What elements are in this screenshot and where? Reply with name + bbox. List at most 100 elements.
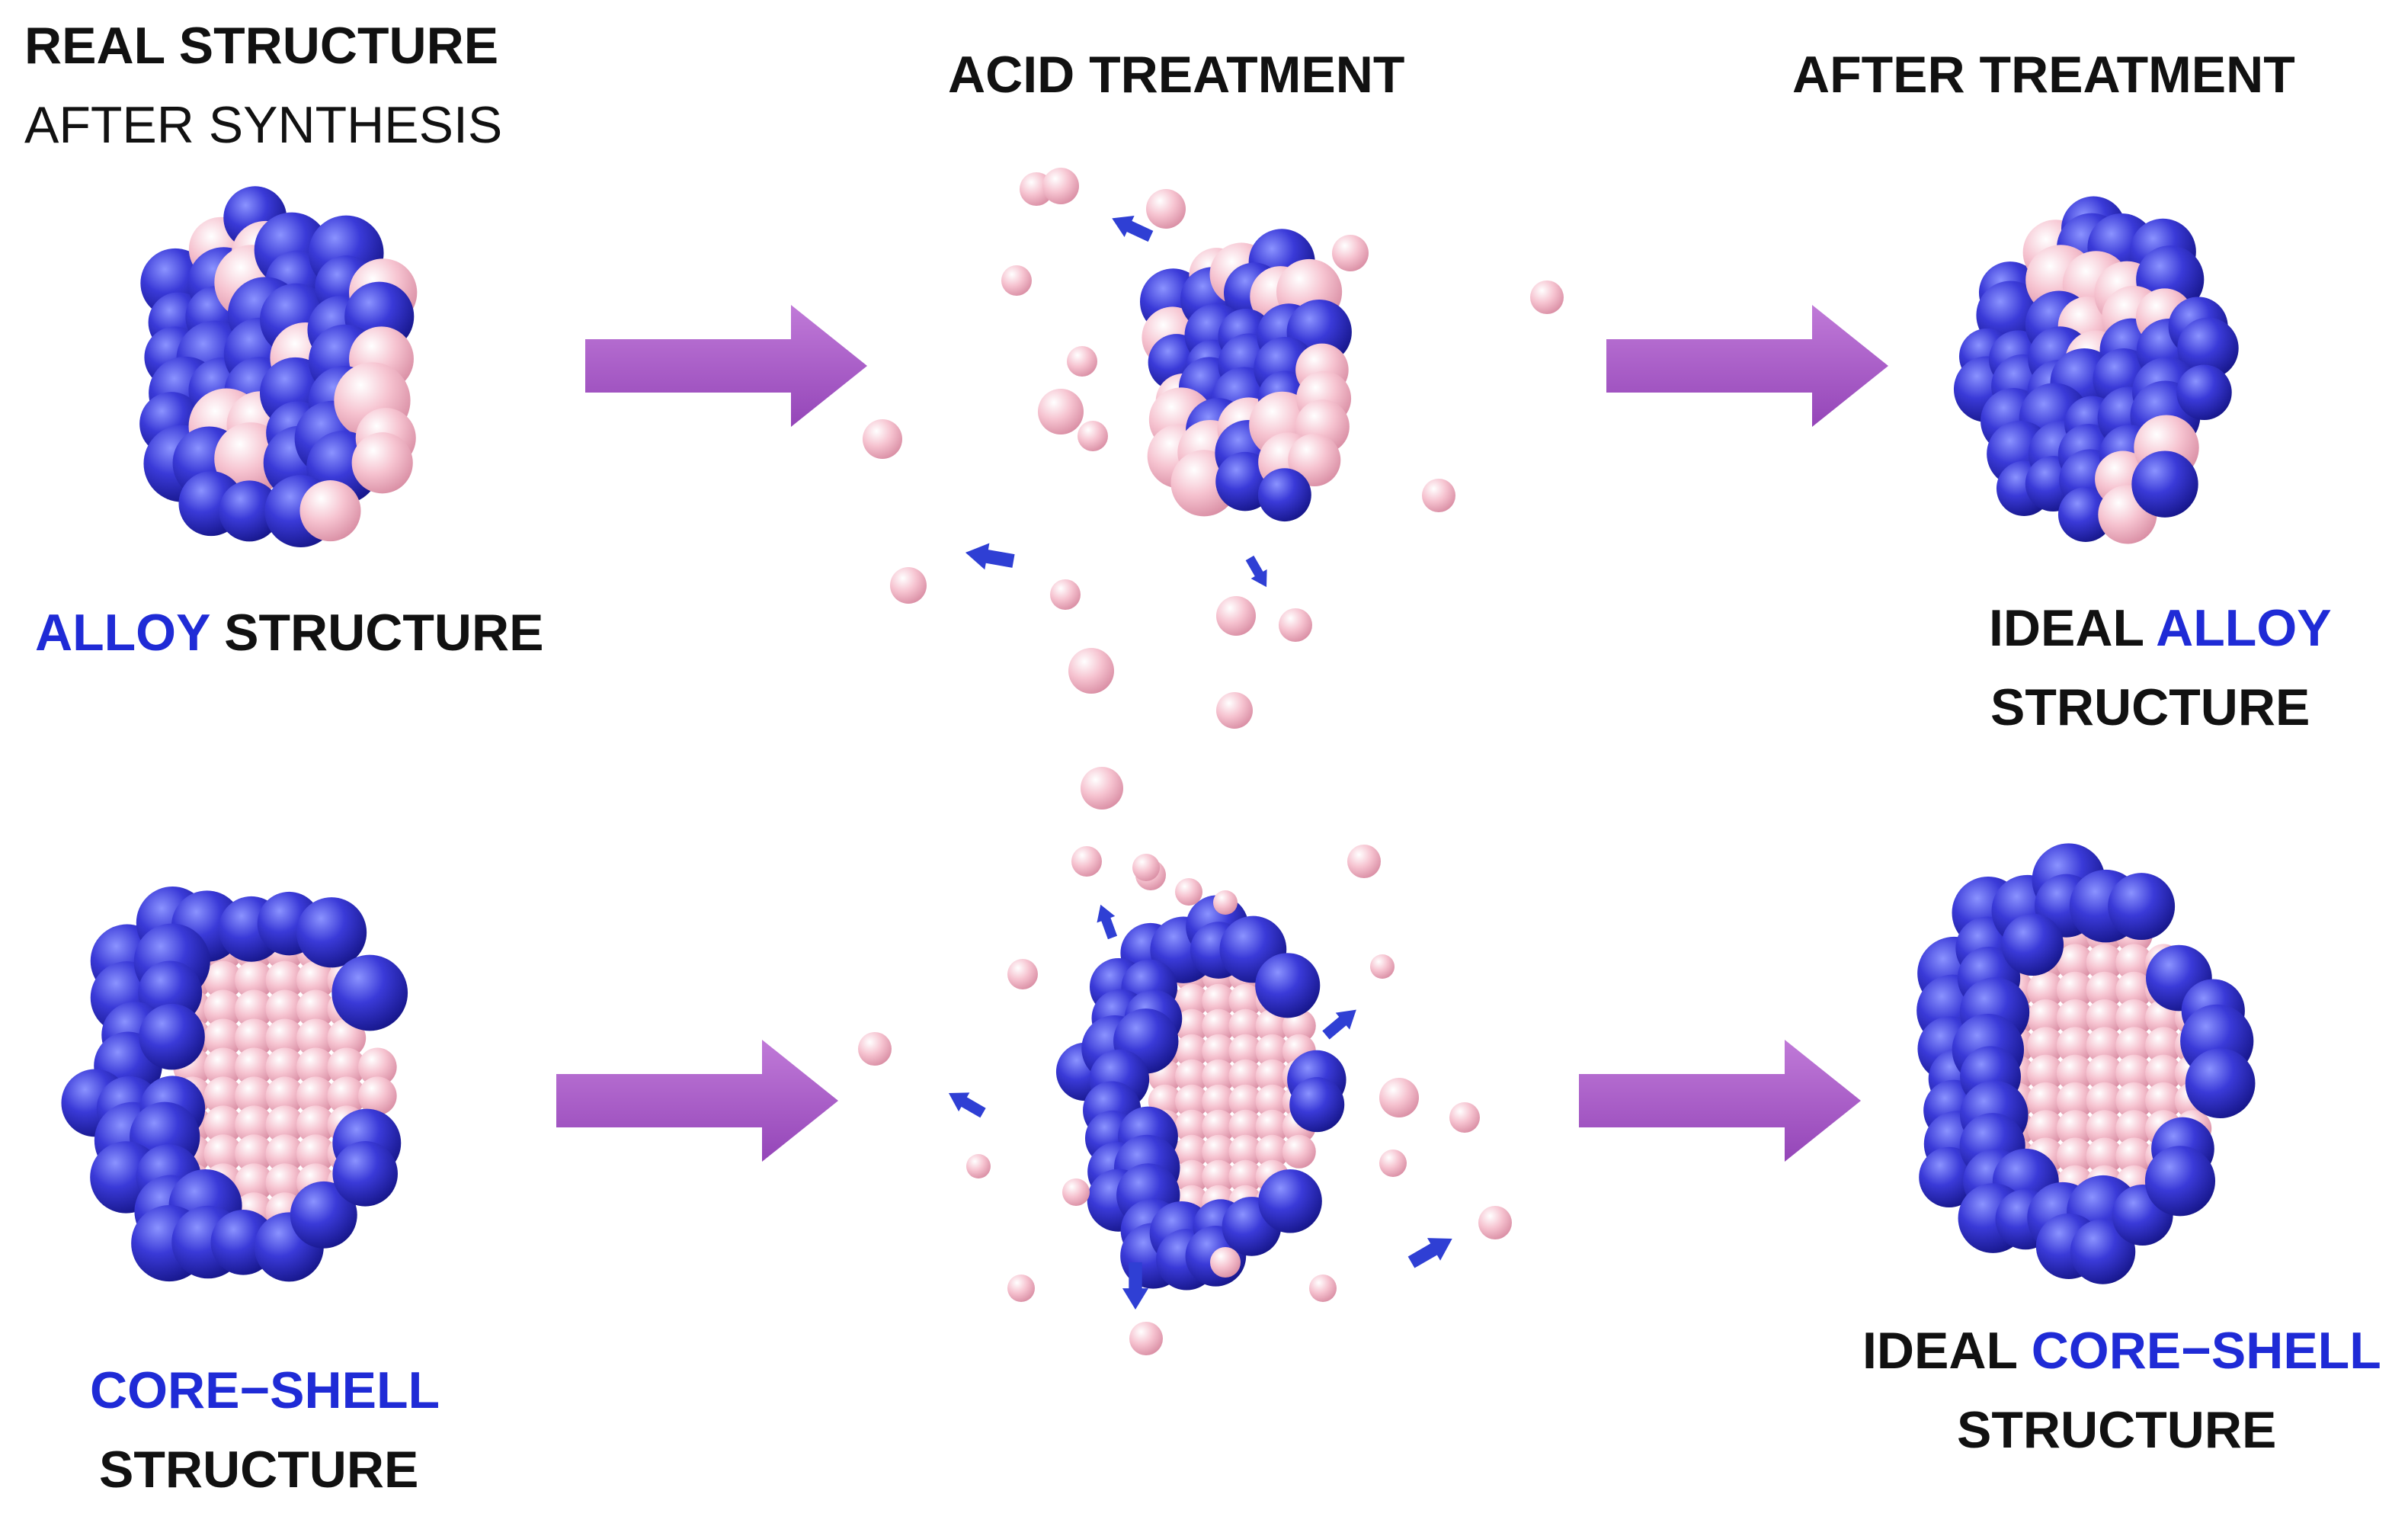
blue-atom (2057, 486, 2113, 542)
core-atom (1228, 1159, 1263, 1194)
core-atom (1228, 1109, 1263, 1143)
core-atom (203, 1105, 243, 1144)
dissolution-arrow-icon (1245, 555, 1267, 588)
core-atom (2115, 1110, 2153, 1147)
blue-atom (2131, 450, 2198, 518)
blue-atom (219, 480, 280, 542)
core-atom (2086, 999, 2124, 1037)
core-atom (1255, 1059, 1289, 1093)
core-atom (203, 960, 243, 1000)
core-atom (1202, 1008, 1236, 1043)
core-atom (2115, 1027, 2153, 1064)
core-atom (1255, 1109, 1289, 1143)
core-atom (265, 960, 305, 1000)
dissolved-atom (1071, 846, 1102, 877)
core-atom (235, 1076, 274, 1115)
core-atom (2145, 1082, 2182, 1120)
shell-atom (2185, 1048, 2256, 1118)
pink-atom (1288, 433, 1341, 487)
core-shell-nanoparticle (61, 886, 408, 1282)
core-atom (203, 1134, 243, 1173)
dissolved-atoms (858, 168, 1564, 1355)
core-atom (2056, 999, 2094, 1037)
dissolved-atom (1216, 596, 1256, 636)
core-atom (2115, 1054, 2153, 1092)
core-atom (1255, 1084, 1289, 1118)
alloy-word: ALLOY (2156, 599, 2332, 657)
core-atom (1175, 1034, 1209, 1068)
core-atom (1228, 1084, 1263, 1118)
core-atom (2086, 1054, 2124, 1092)
core-atom (265, 1163, 305, 1202)
core-atom (2027, 1082, 2064, 1120)
core-atom (1175, 1159, 1209, 1194)
core-atom (203, 1047, 243, 1087)
core-atom (296, 1018, 335, 1058)
shell-atom (296, 897, 367, 968)
core-atom (235, 1047, 274, 1087)
core-atom (1175, 983, 1209, 1018)
nanoparticle-clusters (61, 186, 2256, 1291)
right-arrow-icon (1579, 1040, 1861, 1162)
dissolved-atom (1146, 189, 1186, 229)
header-after-synthesis: AFTER SYNTHESIS (24, 96, 503, 154)
core-atom (235, 1163, 274, 1202)
header-real-structure: REAL STRUCTURE (24, 17, 499, 75)
core-atom (1175, 1134, 1209, 1169)
core-atom (2027, 1054, 2064, 1092)
core-atom (358, 1076, 397, 1115)
core-atom (1175, 1109, 1209, 1143)
core-atom (1202, 1034, 1236, 1068)
dissolution-arrow-icon (948, 1092, 986, 1118)
dissolved-atom (1038, 389, 1084, 434)
core-atom (265, 989, 305, 1029)
dissolution-arrow-icon (965, 543, 1015, 570)
core-atom (2115, 1082, 2153, 1120)
ideal-word: IDEAL (1862, 1322, 2017, 1380)
core-atom (1202, 1109, 1236, 1143)
right-arrow-icon (1606, 305, 1888, 427)
core-atom (296, 1134, 335, 1173)
core-atom (358, 1047, 397, 1087)
dissolution-arrows (948, 216, 1452, 1310)
shell-atom (290, 1181, 357, 1249)
core-shell-word: CORE−SHELL (2031, 1322, 2381, 1380)
right-arrow-icon (556, 1040, 838, 1162)
core-atom (2027, 971, 2064, 1009)
dissolved-atom (1129, 1322, 1163, 1355)
dissolved-atom (1216, 692, 1253, 729)
shell-atom (2144, 1146, 2216, 1217)
dissolved-atom (858, 1032, 892, 1066)
dissolved-atom (1175, 878, 1202, 906)
core-atom (1202, 1159, 1236, 1194)
dissolved-atom (1062, 1178, 1090, 1206)
dissolved-atom (1449, 1102, 1480, 1133)
core-atom (1228, 1059, 1263, 1093)
dissolved-atom (1067, 346, 1097, 377)
core-atom (1202, 983, 1236, 1018)
core-atom (1255, 1034, 1289, 1068)
core-atom (1175, 1008, 1209, 1043)
dissolved-atom (1081, 767, 1123, 810)
structure-word: STRUCTURE (224, 604, 544, 662)
dissolved-atom (890, 567, 927, 604)
label-ideal-alloy: IDEAL ALLOY (1989, 602, 2332, 654)
shell-atom (331, 954, 408, 1031)
dissolution-arrow-icon (1322, 1009, 1356, 1040)
dissolution-arrow-icon (1097, 904, 1118, 940)
dissolved-atom (1007, 1275, 1035, 1302)
alloy-nanoparticle-etching (1139, 229, 1352, 522)
dissolved-atom (1050, 579, 1081, 610)
dissolved-atom (1001, 265, 1032, 296)
core-atom (327, 1047, 367, 1087)
core-atom (1202, 1134, 1236, 1169)
core-atom (2056, 1137, 2094, 1175)
dissolved-atom (1379, 1149, 1407, 1177)
core-atom (2086, 1110, 2124, 1147)
core-atom (2145, 1054, 2182, 1092)
dissolved-atom (1530, 281, 1564, 314)
core-atom (265, 1018, 305, 1058)
dissolution-arrow-icon (1407, 1238, 1452, 1268)
core-atom (296, 1076, 335, 1115)
core-atom (2086, 1082, 2124, 1120)
